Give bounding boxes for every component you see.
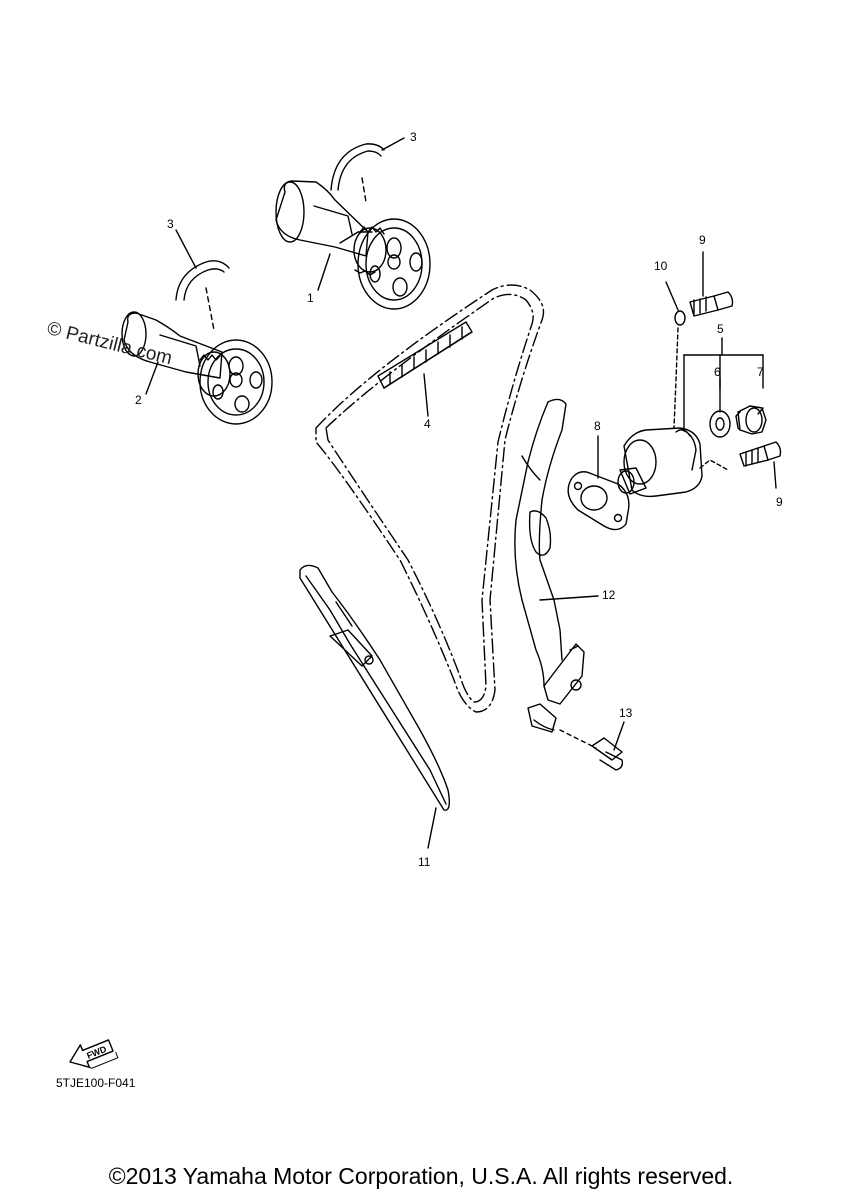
callout-5-bracket: [683, 337, 764, 471]
camshaft-clip-lower: [175, 260, 230, 331]
callout-6: 6: [714, 365, 721, 379]
callout-3-upper: 3: [410, 130, 417, 144]
callout-7: 7: [757, 365, 764, 379]
callout-4: 4: [424, 417, 431, 431]
camshaft-clip-upper: [330, 143, 385, 203]
camshaft-exhaust: [275, 180, 431, 310]
callout-3-lower: 3: [167, 217, 174, 231]
callout-10: 10: [654, 259, 668, 273]
callout-9-lower: 9: [776, 495, 783, 509]
chain-guide-tensioner-side: [514, 398, 585, 733]
washer-small: [665, 281, 686, 429]
callout-11: 11: [418, 855, 431, 869]
bolt-chain-guide: [559, 729, 624, 771]
callout-13: 13: [619, 706, 633, 720]
cam-chain: [315, 284, 545, 713]
copyright-notice: ©2013 Yamaha Motor Corporation, U.S.A. A…: [108, 1163, 734, 1189]
fwd-arrow-icon: FWD: [69, 1039, 119, 1069]
bolt-tensioner-lower: [739, 441, 782, 489]
camshaft-intake: [121, 311, 273, 425]
callout-9-upper: 9: [699, 233, 706, 247]
cam-chain-detail: [377, 321, 473, 389]
washer: [709, 410, 731, 438]
diagram-code: 5TJE100-F041: [56, 1076, 136, 1090]
callout-2: 2: [135, 393, 142, 407]
cam-chain-tensioner: [617, 427, 703, 498]
callout-5: 5: [717, 322, 724, 336]
chain-guide-front: [299, 564, 451, 811]
bolt-tensioner-upper: [689, 251, 734, 317]
callout-8: 8: [594, 419, 601, 433]
callout-12: 12: [602, 588, 616, 602]
callout-1: 1: [307, 291, 314, 305]
cap-bolt: [735, 405, 767, 435]
tensioner-gasket: [567, 471, 630, 531]
